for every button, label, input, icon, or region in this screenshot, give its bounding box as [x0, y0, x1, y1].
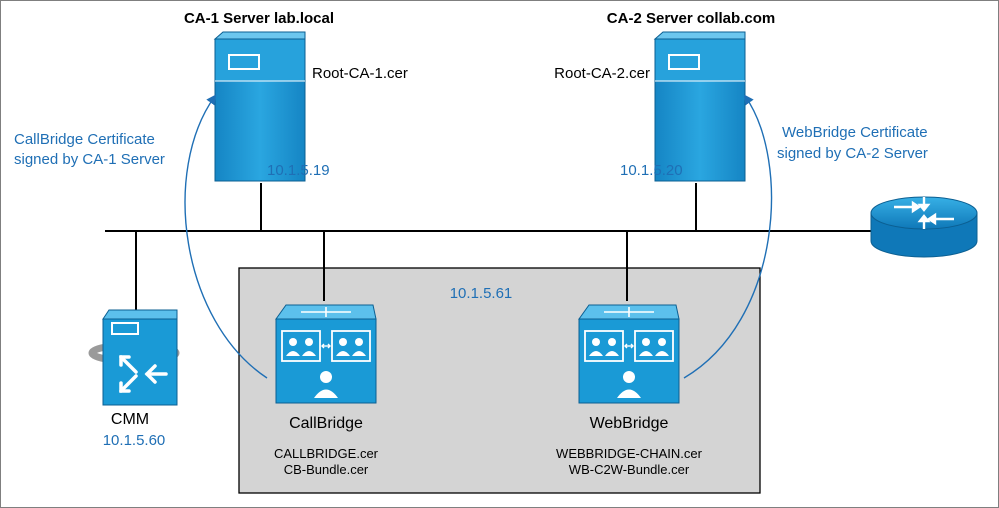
callbridge-signing-arrow [184, 94, 268, 379]
ca2-server-icon [653, 31, 746, 182]
ca2-ip: 10.1.5.20 [620, 162, 683, 179]
callbridge-file-1: CALLBRIDGE.cer [274, 446, 379, 461]
webbridge-cert-line1: WebBridge Certificate [782, 124, 928, 141]
callbridge-cert-line1: CallBridge Certificate [14, 131, 155, 148]
callbridge-label: CallBridge [289, 415, 363, 432]
ca2-file: Root-CA-2.cer [554, 65, 650, 82]
ca1-title: CA-1 Server lab.local [184, 10, 334, 27]
cmm-ip: 10.1.5.60 [103, 432, 166, 449]
ca2-title: CA-2 Server collab.com [607, 10, 775, 27]
webbridge-cert-line2: signed by CA-2 Server [777, 145, 928, 162]
cmm-icon [88, 309, 180, 406]
webbridge-signing-arrow [683, 94, 773, 379]
webbridge-file-1: WEBBRIDGE-CHAIN.cer [556, 446, 703, 461]
ca1-ip: 10.1.5.19 [267, 162, 330, 179]
cmm-label: CMM [111, 411, 149, 428]
callbridge-icon [275, 304, 377, 404]
router-icon [870, 196, 978, 258]
webbridge-file-2: WB-C2W-Bundle.cer [569, 462, 690, 477]
webbridge-label: WebBridge [590, 415, 669, 432]
ca1-file: Root-CA-1.cer [312, 65, 408, 82]
webbridge-icon [578, 304, 680, 404]
callbridge-file-2: CB-Bundle.cer [284, 462, 369, 477]
cluster-ip: 10.1.5.61 [450, 285, 513, 302]
ca1-server-icon [213, 31, 306, 182]
network-links [105, 183, 871, 311]
callbridge-cert-line2: signed by CA-1 Server [14, 151, 165, 168]
